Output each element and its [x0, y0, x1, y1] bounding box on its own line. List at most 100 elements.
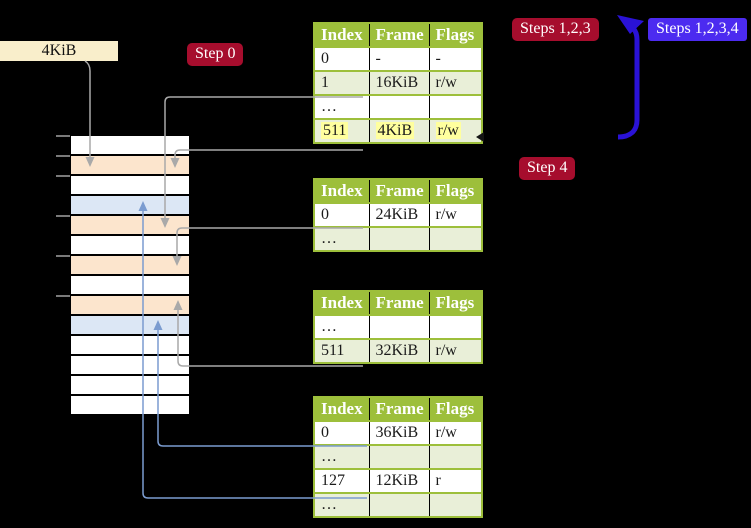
highlighted-value: 511: [321, 122, 349, 139]
page-size-label: 4KiB: [0, 41, 118, 61]
frame-cell: 16KiB: [368, 70, 429, 95]
column-header: Flags: [428, 397, 482, 421]
step0-label: Step 0: [187, 43, 244, 66]
table-header-row: Index Frame Flags: [314, 23, 482, 47]
column-header: Flags: [428, 291, 482, 315]
flags-cell: r/w: [428, 202, 482, 227]
table-row: …: [314, 226, 482, 251]
frame-cell: 32KiB: [368, 338, 429, 363]
index-cell: …: [314, 444, 369, 469]
frame-cell: [368, 444, 429, 469]
memory-row: [70, 355, 190, 375]
table-row: …: [314, 314, 482, 339]
big-loop-arrow: [617, 23, 640, 140]
column-header: Index: [314, 23, 369, 47]
highlighted-value: 4KiB: [375, 122, 415, 139]
table-row: 511 32KiB r/w: [314, 338, 482, 363]
flags-cell: [428, 444, 482, 469]
memory-row: [70, 155, 190, 175]
flags-cell: r/w: [428, 420, 482, 445]
memory-row: [70, 215, 190, 235]
table-row: …: [314, 444, 482, 469]
memory-tick: [56, 255, 70, 257]
column-header: Index: [314, 291, 369, 315]
table-row: 0 36KiB r/w: [314, 420, 482, 445]
flags-cell: [428, 492, 482, 517]
table-header-row: Index Frame Flags: [314, 291, 482, 315]
flags-cell: [428, 94, 482, 119]
index-cell: …: [314, 492, 369, 517]
table-row: 1 16KiB r/w: [314, 70, 482, 95]
index-cell: 0: [314, 46, 369, 71]
column-header: Index: [314, 179, 369, 203]
memory-row: [70, 375, 190, 395]
step4-label: Step 4: [519, 157, 576, 180]
flags-cell: -: [428, 46, 482, 71]
memory-tick: [56, 215, 70, 217]
memory-tick: [56, 175, 70, 177]
memory-tick: [56, 295, 70, 297]
frame-cell: 24KiB: [368, 202, 429, 227]
index-cell: 0: [314, 202, 369, 227]
table-row: …: [314, 492, 482, 517]
frame-cell: 36KiB: [368, 420, 429, 445]
table-row: 127 12KiB r: [314, 468, 482, 493]
table-header-row: Index Frame Flags: [314, 397, 482, 421]
index-cell: 0: [314, 420, 369, 445]
column-header: Flags: [428, 179, 482, 203]
column-header: Index: [314, 397, 369, 421]
steps1234-label: Steps 1,2,3,4: [648, 18, 747, 41]
memory-row: [70, 135, 190, 155]
column-header: Frame: [368, 179, 429, 203]
index-cell: 511: [314, 338, 369, 363]
flags-cell: [428, 226, 482, 251]
index-cell: 1: [314, 70, 369, 95]
column-header: Frame: [368, 23, 429, 47]
flags-cell: r: [428, 468, 482, 493]
table-row-highlighted: 511 4KiB r/w: [314, 118, 482, 143]
column-header: Frame: [368, 291, 429, 315]
frame-cell: 12KiB: [368, 468, 429, 493]
big-loop-arrowhead-icon: [617, 15, 644, 34]
frame-cell: [368, 226, 429, 251]
steps123-label: Steps 1,2,3: [512, 18, 599, 41]
index-cell: 511: [314, 118, 369, 143]
page-table-3: Index Frame Flags … 511 32KiB r/w: [313, 290, 483, 364]
column-header: Frame: [368, 397, 429, 421]
table-row: 0 - -: [314, 46, 482, 71]
memory-row: [70, 235, 190, 255]
memory-tick: [56, 135, 70, 137]
physical-memory-column: [70, 135, 190, 415]
index-cell: 127: [314, 468, 369, 493]
index-cell: …: [314, 314, 369, 339]
table-row: 0 24KiB r/w: [314, 202, 482, 227]
memory-row: [70, 195, 190, 215]
frame-cell: [368, 314, 429, 339]
memory-row: [70, 255, 190, 275]
page-table-2: Index Frame Flags 0 24KiB r/w …: [313, 178, 483, 252]
memory-row: [70, 335, 190, 355]
index-cell: …: [314, 94, 369, 119]
flags-cell: r/w: [428, 70, 482, 95]
memory-row: [70, 295, 190, 315]
frame-cell: [368, 94, 429, 119]
arrow-table1-row511-to-memory: [174, 149, 363, 159]
frame-cell: 4KiB: [368, 118, 429, 143]
frame-cell: -: [368, 46, 429, 71]
column-header: Flags: [428, 23, 482, 47]
memory-row: [70, 315, 190, 335]
flags-cell: [428, 314, 482, 339]
flags-cell: r/w: [428, 118, 482, 143]
memory-row: [70, 275, 190, 295]
index-cell: …: [314, 226, 369, 251]
flags-cell: r/w: [428, 338, 482, 363]
page-table-4: Index Frame Flags 0 36KiB r/w … 127 12Ki…: [313, 396, 483, 518]
memory-tick: [56, 155, 70, 157]
page-table-1: Index Frame Flags 0 - - 1 16KiB r/w … 51…: [313, 22, 483, 144]
highlighted-value: r/w: [435, 122, 461, 139]
memory-row: [70, 175, 190, 195]
table-row: …: [314, 94, 482, 119]
frame-cell: [368, 492, 429, 517]
table-header-row: Index Frame Flags: [314, 179, 482, 203]
